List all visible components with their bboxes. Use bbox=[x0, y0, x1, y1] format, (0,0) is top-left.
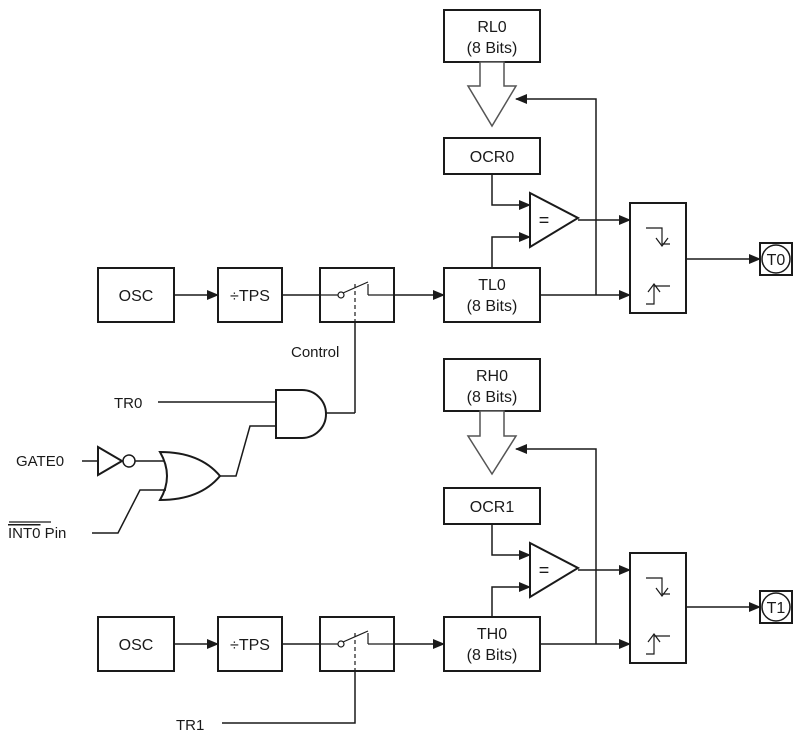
rl0-label: RL0 bbox=[477, 19, 506, 36]
switch-block-bottom bbox=[319, 616, 395, 672]
bottom-channel: RH0 (8 Bits) OCR1 OSC ÷TPS bbox=[97, 358, 793, 734]
int0-suffix: Pin bbox=[41, 525, 67, 542]
ocr1-register: OCR1 bbox=[443, 487, 541, 525]
switch-block-top bbox=[319, 267, 395, 323]
int0-name: INT0 bbox=[8, 525, 41, 542]
prescaler-label-top: ÷TPS bbox=[230, 288, 270, 305]
osc-label-top: OSC bbox=[119, 288, 154, 305]
rl0-bits-label: (8 Bits) bbox=[467, 40, 518, 57]
inverter-gate bbox=[97, 445, 136, 477]
edge-detector-top bbox=[629, 202, 687, 314]
gate-control-logic: Control TR0 GATE0 INT0 Pin bbox=[8, 344, 339, 542]
comparator-symbol-top: = bbox=[539, 210, 550, 230]
rl0-register: RL0 (8 Bits) bbox=[443, 9, 541, 63]
prescaler-block-bottom: ÷TPS bbox=[217, 616, 283, 672]
output-t1: T1 bbox=[759, 590, 793, 624]
output-t0: T0 bbox=[759, 242, 793, 276]
prescaler-label-bottom: ÷TPS bbox=[230, 637, 270, 654]
th0-bits-label: (8 Bits) bbox=[467, 647, 518, 664]
osc-block-top: OSC bbox=[97, 267, 175, 323]
osc-label-bottom: OSC bbox=[119, 637, 154, 654]
prescaler-block-top: ÷TPS bbox=[217, 267, 283, 323]
rh0-register: RH0 (8 Bits) bbox=[443, 358, 541, 412]
or-gate bbox=[158, 450, 222, 502]
int0-pin-label: INT0 Pin bbox=[8, 525, 66, 542]
th0-label: TH0 bbox=[477, 626, 507, 643]
comparator-bottom: = bbox=[529, 541, 581, 599]
osc-block-bottom: OSC bbox=[97, 616, 175, 672]
control-label: Control bbox=[291, 344, 339, 361]
tr1-label: TR1 bbox=[176, 717, 204, 734]
gate0-label: GATE0 bbox=[16, 453, 64, 470]
rh0-label: RH0 bbox=[476, 368, 508, 385]
reload-arrow-bottom bbox=[466, 410, 518, 476]
ocr0-register: OCR0 bbox=[443, 137, 541, 175]
top-channel: RL0 (8 Bits) OCR0 OSC ÷TPS bbox=[97, 9, 793, 414]
comparator-top: = bbox=[529, 191, 581, 249]
tl0-register: TL0 (8 Bits) bbox=[443, 267, 541, 323]
rh0-bits-label: (8 Bits) bbox=[467, 389, 518, 406]
t0-label: T0 bbox=[767, 252, 786, 269]
and-gate bbox=[275, 389, 327, 439]
ocr1-label: OCR1 bbox=[470, 499, 515, 516]
reload-arrow-top bbox=[466, 61, 518, 128]
comparator-symbol-bottom: = bbox=[539, 560, 550, 580]
edge-detector-bottom bbox=[629, 552, 687, 664]
tl0-bits-label: (8 Bits) bbox=[467, 298, 518, 315]
tl0-label: TL0 bbox=[478, 277, 506, 294]
th0-register: TH0 (8 Bits) bbox=[443, 616, 541, 672]
tr0-label: TR0 bbox=[114, 395, 142, 412]
t1-label: T1 bbox=[767, 600, 786, 617]
ocr0-label: OCR0 bbox=[470, 149, 515, 166]
